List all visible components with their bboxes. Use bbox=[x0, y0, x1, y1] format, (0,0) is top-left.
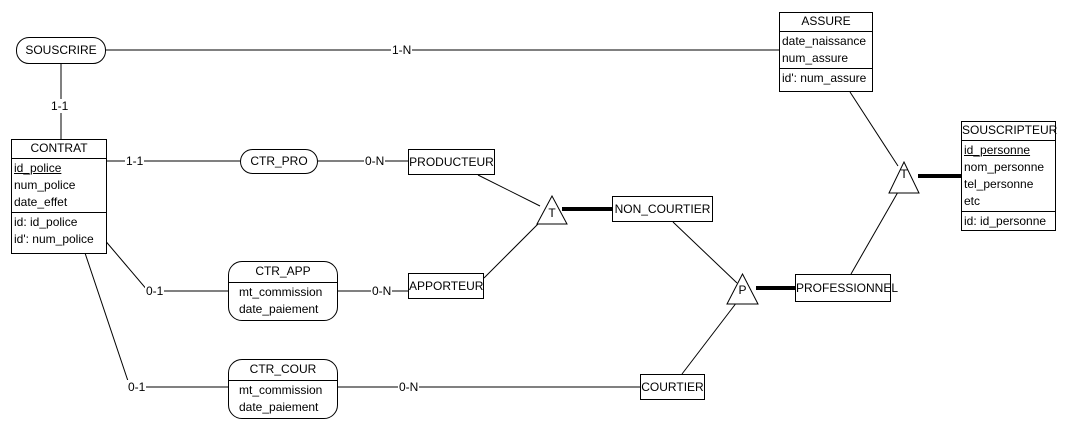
isa-souscripteur-label: T bbox=[900, 167, 908, 181]
isa-professionnel-label: P bbox=[738, 283, 747, 297]
cardinality-souscrire-contrat: 1-1 bbox=[50, 99, 70, 113]
entity-assure-identifiers: id': num_assure bbox=[780, 69, 872, 88]
attribute-date-paiement: date_paiement bbox=[239, 400, 319, 414]
entity-professionnel[interactable]: PROFESSIONNEL bbox=[795, 274, 898, 302]
entity-apporteur[interactable]: APPORTEUR bbox=[408, 273, 484, 299]
entity-courtier[interactable]: COURTIER bbox=[640, 374, 705, 400]
entity-professionnel-title: PROFESSIONNEL bbox=[796, 281, 899, 295]
attribute-num-assure: num_assure bbox=[782, 51, 849, 65]
entity-assure-title: ASSURE bbox=[780, 13, 872, 32]
attribute-num-police: num_police bbox=[14, 178, 76, 192]
cardinality-souscrire-assure: 1-N bbox=[391, 43, 413, 57]
relationship-ctr-app-attributes: mt_commission date_paiement bbox=[229, 283, 337, 318]
relationship-ctr-cour-title: CTR_COUR bbox=[229, 360, 337, 381]
triangle-icon bbox=[726, 273, 759, 305]
entity-assure[interactable]: ASSURE date_naissance num_assure id': nu… bbox=[779, 12, 873, 92]
attribute-date-paiement: date_paiement bbox=[239, 302, 319, 316]
attribute-mt-commission: mt_commission bbox=[239, 285, 323, 299]
entity-contrat-identifiers: id: id_police id': num_police bbox=[12, 213, 106, 249]
cardinality-contrat-ctr-cour: 0-1 bbox=[127, 380, 147, 394]
identifier-num-assure: id': num_assure bbox=[782, 71, 867, 85]
relationship-ctr-cour[interactable]: CTR_COUR mt_commission date_paiement bbox=[228, 359, 338, 419]
entity-courtier-title: COURTIER bbox=[641, 380, 704, 394]
entity-contrat-attributes: id_police num_police date_effet bbox=[12, 159, 106, 213]
relationship-souscrire[interactable]: SOUSCRIRE bbox=[16, 37, 106, 64]
entity-assure-attributes: date_naissance num_assure bbox=[780, 32, 872, 69]
entity-producteur-title: PRODUCTEUR bbox=[409, 155, 494, 169]
attribute-etc: etc bbox=[964, 194, 981, 208]
identifier-id-police: id: id_police bbox=[14, 215, 78, 229]
isa-triangle-non-courtier[interactable]: T bbox=[536, 195, 568, 225]
entity-souscripteur-title: SOUSCRIPTEUR bbox=[962, 122, 1057, 141]
relationship-souscrire-label: SOUSCRIRE bbox=[25, 43, 97, 57]
isa-triangle-professionnel[interactable]: P bbox=[726, 273, 759, 305]
attribute-id-police: id_police bbox=[14, 161, 62, 175]
entity-apporteur-title: APPORTEUR bbox=[409, 279, 484, 293]
relationship-ctr-cour-attributes: mt_commission date_paiement bbox=[229, 381, 337, 416]
attribute-mt-commission: mt_commission bbox=[239, 383, 323, 397]
relationship-ctr-app-title: CTR_APP bbox=[229, 262, 337, 283]
isa-non-courtier-label: T bbox=[548, 206, 556, 220]
triangle-icon bbox=[536, 195, 568, 225]
cardinality-contrat-ctr-app: 0-1 bbox=[145, 284, 165, 298]
cardinality-ctr-pro-producteur: 0-N bbox=[364, 154, 386, 168]
cardinality-ctr-cour-courtier: 0-N bbox=[398, 380, 420, 394]
identifier-num-police: id': num_police bbox=[14, 232, 94, 246]
entity-souscripteur[interactable]: SOUSCRIPTEUR id_personne nom_personne te… bbox=[961, 121, 1057, 231]
isa-triangle-souscripteur[interactable]: T bbox=[888, 161, 920, 194]
entity-souscripteur-attributes: id_personne nom_personne tel_personne et… bbox=[962, 141, 1055, 212]
entity-non-courtier-title: NON_COURTIER bbox=[614, 202, 711, 216]
triangle-icon bbox=[888, 161, 920, 194]
relationship-ctr-pro[interactable]: CTR_PRO bbox=[240, 149, 318, 174]
attribute-date-effet: date_effet bbox=[14, 195, 68, 209]
entity-non-courtier[interactable]: NON_COURTIER bbox=[612, 196, 713, 222]
attribute-date-naissance: date_naissance bbox=[782, 34, 867, 48]
relationship-ctr-app[interactable]: CTR_APP mt_commission date_paiement bbox=[228, 261, 338, 321]
entity-producteur[interactable]: PRODUCTEUR bbox=[408, 149, 495, 175]
entity-contrat[interactable]: CONTRAT id_police num_police date_effet … bbox=[11, 139, 107, 254]
entity-contrat-title: CONTRAT bbox=[12, 140, 106, 159]
relationship-ctr-pro-label: CTR_PRO bbox=[250, 154, 308, 168]
identifier-id-personne: id: id_personne bbox=[964, 214, 1047, 228]
cardinality-contrat-ctr-pro: 1-1 bbox=[125, 154, 145, 168]
cardinality-ctr-app-apporteur: 0-N bbox=[371, 284, 393, 298]
attribute-nom-personne: nom_personne bbox=[964, 160, 1045, 174]
entity-souscripteur-identifiers: id: id_personne bbox=[962, 212, 1055, 231]
attribute-tel-personne: tel_personne bbox=[964, 177, 1034, 191]
attribute-id-personne: id_personne bbox=[964, 143, 1031, 157]
